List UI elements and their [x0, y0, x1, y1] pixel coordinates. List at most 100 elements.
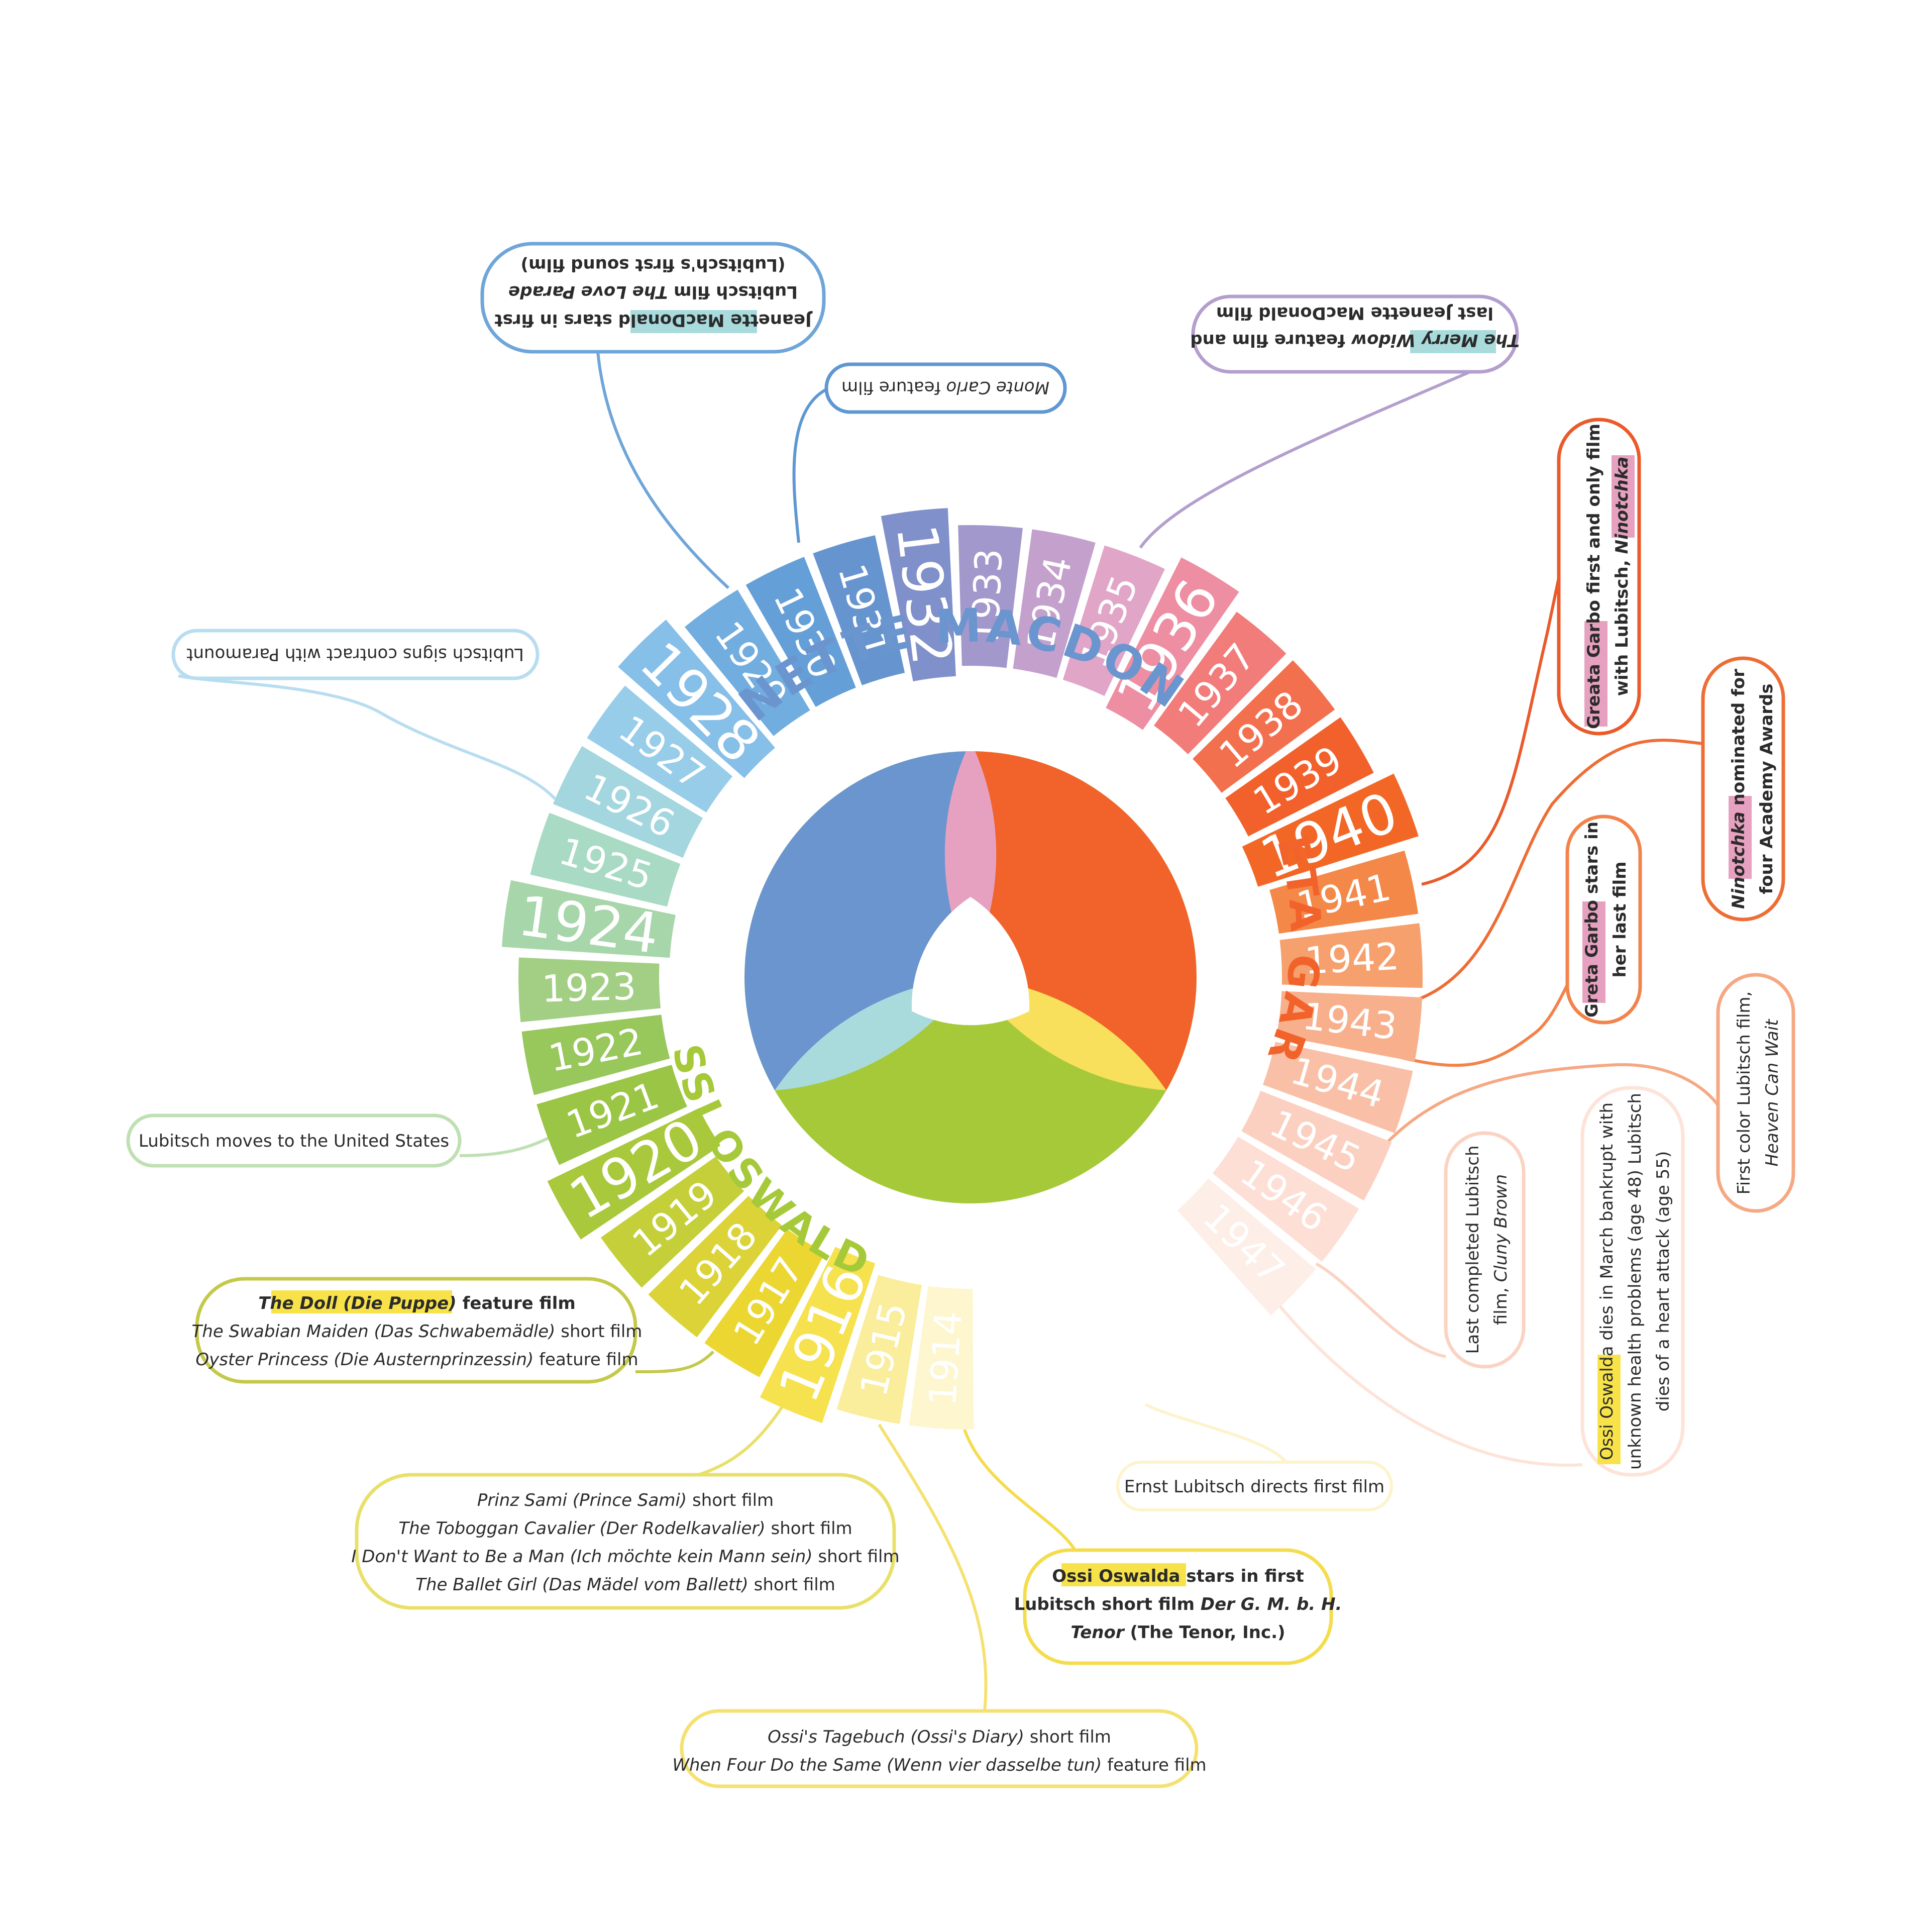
event-1916-ossi-line2: Lubitsch short film Der G. M. b. H.	[1014, 1594, 1342, 1614]
year-segment-1923	[518, 957, 661, 1023]
event-1946: Last completed Lubitsch film, Cluny Brow…	[1444, 1131, 1526, 1369]
connector-line	[1274, 1300, 1583, 1467]
event-1943: First color Lubitsch film, Heaven Can Wa…	[1716, 973, 1795, 1213]
connector-line	[459, 1132, 559, 1157]
year-segment-1925	[530, 812, 681, 907]
event-1947-line1: Ossi Oswalda dies in March bankrupt with	[1597, 1102, 1617, 1460]
year-segment-1921	[537, 1065, 687, 1165]
event-1946-line1: Last completed Lubitsch	[1463, 1145, 1483, 1354]
event-1919: The Doll (Die Puppe) feature film The Sw…	[192, 1277, 642, 1384]
year-segment-1940	[1242, 773, 1419, 887]
event-1929-line2: Lubitsch film The Love Parade	[508, 282, 798, 302]
event-1941-line1: Greta Garbo stars in	[1582, 822, 1602, 1018]
event-1916-ossi-line3: Tenor (The Tenor, Inc.)	[1070, 1622, 1285, 1643]
year-segment-1914	[909, 1286, 974, 1430]
year-segment-1935	[1062, 545, 1165, 696]
event-1916-first-film-text: Ernst Lubitsch directs first film	[1124, 1477, 1384, 1497]
connector-line	[963, 1429, 1077, 1551]
year-segment-1939	[1225, 717, 1374, 837]
year-segment-1927	[587, 685, 733, 812]
event-1918-line3: I Don't Want to Be a Man (Ich möchte kei…	[351, 1547, 899, 1567]
year-segment-1943	[1276, 991, 1423, 1062]
event-1939-line2: with Lubitsch, Ninotchka	[1612, 457, 1632, 696]
connector-line	[698, 1396, 790, 1476]
event-1940-nominated: Ninotchka nominated for four Academy Awa…	[1701, 656, 1785, 922]
venn-white-center	[911, 897, 1030, 1026]
connector-line	[1416, 739, 1703, 1001]
connector-line	[178, 674, 557, 800]
event-1926-text: Lubitsch signs contract with Paramount	[186, 644, 524, 664]
event-1922: Lubitsch moves to the United States	[126, 1113, 462, 1168]
year-segment-1931	[813, 535, 905, 685]
event-1947: Ossi Oswalda dies in March bankrupt with…	[1580, 1086, 1685, 1477]
event-1946-line2: film, Cluny Brown	[1491, 1174, 1511, 1325]
connector-line	[596, 351, 730, 589]
year-segment-1945	[1241, 1090, 1392, 1201]
year-label-1933: 1933	[963, 548, 1011, 644]
event-1929-line3: (Lubitsch's first sound film)	[520, 255, 785, 275]
event-1934-line1: The Merry Widow feature film and	[1190, 330, 1519, 350]
year-segment-1936	[1106, 557, 1239, 730]
event-1934-line2: last Jeanette MacDonald film	[1216, 303, 1493, 323]
event-1917-line2: When Four Do the Same (Wenn vier dasselb…	[672, 1755, 1206, 1775]
connector-line	[1401, 984, 1569, 1067]
event-1941: Greta Garbo stars in her last film	[1565, 815, 1642, 1025]
year-segment-1933	[958, 525, 1023, 668]
year-label-1914: 1914	[921, 1310, 971, 1407]
event-1918: Prinz Sami (Prince Sami) short film The …	[351, 1473, 900, 1610]
connector-line	[1139, 365, 1483, 549]
year-segment-1929	[684, 589, 810, 736]
event-1929: Jeanette MacDonald stars in first Lubits…	[480, 242, 826, 354]
connector-line	[1421, 577, 1560, 886]
year-segment-1930	[745, 557, 856, 707]
event-1941-line2: her last film	[1610, 861, 1630, 977]
event-1940-nom-line2: four Academy Awards	[1757, 683, 1777, 894]
year-ring: 1914191519161917191819191920192119221923…	[502, 508, 1423, 1430]
event-1919-line2: The Swabian Maiden (Das Schwabemädle) sh…	[192, 1321, 642, 1342]
event-1926: Lubitsch signs contract with Paramount	[171, 629, 540, 680]
year-segment-1941	[1269, 850, 1419, 934]
connector-line	[1144, 1403, 1288, 1463]
year-segment-1918	[648, 1195, 782, 1338]
year-segment-1928	[618, 620, 775, 778]
year-label-1923: 1923	[541, 965, 637, 1010]
connector-line	[792, 388, 827, 543]
year-segment-1917	[704, 1229, 825, 1377]
event-1917-line1: Ossi's Tagebuch (Ossi's Diary) short fil…	[768, 1727, 1111, 1747]
event-1930-text: Monte Carlo feature film	[841, 377, 1049, 397]
year-segment-1944	[1263, 1042, 1413, 1134]
event-1916-first-film: Ernst Lubitsch directs first film	[1116, 1461, 1393, 1511]
event-1916-ossi-line1: Ossi Oswalda stars in first	[1052, 1566, 1304, 1586]
event-1918-line1: Prinz Sami (Prince Sami) short film	[477, 1490, 774, 1510]
event-1919-line1: The Doll (Die Puppe) feature film	[258, 1293, 576, 1313]
year-segment-1922	[521, 1014, 670, 1095]
year-segment-1937	[1154, 612, 1287, 755]
year-segment-1915	[836, 1275, 922, 1424]
year-segment-1947	[1177, 1178, 1316, 1315]
year-label-1942: 1942	[1304, 935, 1400, 983]
year-segment-1938	[1193, 660, 1335, 793]
year-segment-1934	[1013, 529, 1096, 678]
year-segment-1942	[1279, 923, 1423, 988]
event-boxes: Ernst Lubitsch directs first film Ossi O…	[126, 242, 1795, 1788]
event-1943-line1: First color Lubitsch film,	[1734, 991, 1754, 1195]
event-1947-line2: unknown health problems (age 48) Lubitsc…	[1625, 1093, 1645, 1470]
event-1919-line3: Oyster Princess (Die Austernprinzessin) …	[195, 1350, 638, 1370]
connector-lines	[178, 351, 1720, 1711]
year-segment-1920	[547, 1108, 721, 1240]
connector-line	[635, 1350, 715, 1373]
year-segment-1924	[502, 880, 676, 958]
event-1947-line3: dies of a heart attack (age 55)	[1653, 1151, 1673, 1412]
connector-line	[878, 1423, 988, 1711]
year-segment-1932	[881, 508, 956, 681]
connector-line	[1382, 1063, 1720, 1147]
event-1918-line4: The Ballet Girl (Das Mädel vom Ballett) …	[415, 1575, 835, 1595]
year-segment-1946	[1212, 1137, 1359, 1262]
event-1916-ossi-first: Ossi Oswalda stars in first Lubitsch sho…	[1014, 1548, 1342, 1665]
event-1940-nom-line1: Ninotchka nominated for	[1729, 669, 1749, 909]
connector-line	[1315, 1262, 1446, 1358]
event-1939: Greata Garbo first and only film with Lu…	[1557, 418, 1641, 736]
event-1934: The Merry Widow feature film and last Je…	[1190, 294, 1520, 374]
